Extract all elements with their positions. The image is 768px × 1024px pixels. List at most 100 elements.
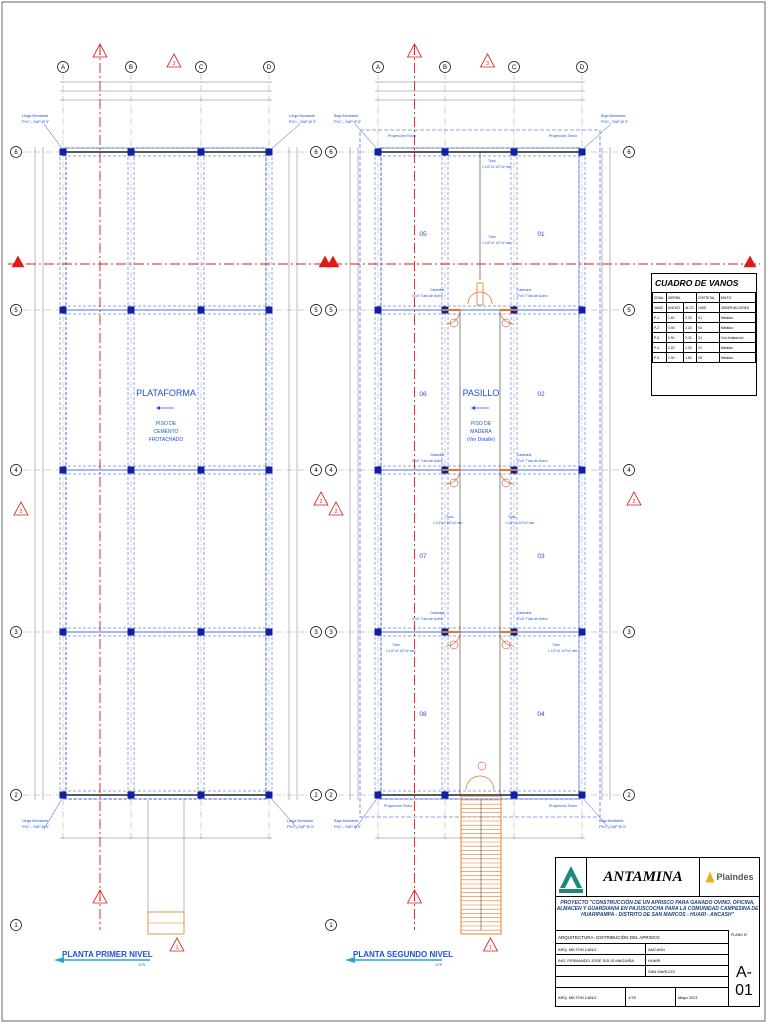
callout-text: PVC - SAP Ø 3" <box>22 825 50 829</box>
room-label: 06 <box>419 391 427 398</box>
door-tag <box>449 640 459 650</box>
railing-label: Calamina <box>517 453 531 457</box>
callout-leader <box>43 796 64 830</box>
floor-note-line: (Ver Detalle) <box>467 437 495 443</box>
column <box>265 306 273 314</box>
section-arrow <box>326 255 340 268</box>
section-marker <box>328 501 344 516</box>
axis-bubble <box>10 626 22 638</box>
axis-bubble-label: 4 <box>627 468 631 474</box>
axis-bubble <box>310 146 322 158</box>
axis-bubble-label: 6 <box>14 150 18 156</box>
section-arrow <box>11 255 25 268</box>
floor-note-line: CEMENTO <box>154 429 179 435</box>
axis-bubble <box>10 789 22 801</box>
column <box>59 148 67 156</box>
section-marker-label: 1 <box>99 897 102 903</box>
caption-arrow <box>54 957 64 963</box>
axis-bubble-label: A <box>61 65 65 71</box>
callout-text: Llega Montante <box>289 114 315 118</box>
axis-bubble <box>310 464 322 476</box>
table-row: P-1 1.60 2.20 01 Metálico <box>651 312 757 323</box>
callout-text: Baja Montante <box>334 114 359 118</box>
title-block: ANTAMINA Plaindes PROYECTO "CONSTRUCCIÓN… <box>555 857 760 1007</box>
outline-dashed <box>65 147 267 800</box>
axis-bubble-label: 2 <box>329 793 333 799</box>
column <box>374 791 382 799</box>
axis-bubble-label: 3 <box>627 630 631 636</box>
section-marker <box>406 43 423 58</box>
callout-leader <box>354 796 379 830</box>
column <box>265 148 273 156</box>
table-row: P-2 0.90 2.20 04 Metálico <box>651 322 757 333</box>
table-cell: 01 <box>696 332 720 343</box>
axis-bubble-label: 5 <box>314 308 318 314</box>
title-row <box>556 976 729 987</box>
column <box>197 306 205 314</box>
floor-note-line: MADERA <box>470 429 492 435</box>
axis-bubble <box>325 626 337 638</box>
axis-bubble-label: 4 <box>329 468 333 474</box>
axis-bubble <box>310 626 322 638</box>
column <box>127 791 135 799</box>
axis-bubble <box>263 61 275 73</box>
table-header-row: VANO ANCHO ALTO UNID OBSERVACIONES <box>651 302 757 313</box>
axis-bubble-label: 1 <box>329 923 333 929</box>
callout-text: Llega Montante <box>22 819 48 823</box>
table-cell: Con Antepecho <box>718 332 757 343</box>
drawing-title: ARQUITECTURA- DISTRIBUCIÓN DEL APRISCO <box>558 934 660 940</box>
floor-arrow-head <box>471 406 475 410</box>
callout-leader <box>269 123 301 151</box>
table-header-cell: ZONA <box>651 292 668 303</box>
table-cell: 1.00 <box>666 352 685 363</box>
column <box>197 148 205 156</box>
title-cell: SAN MARCOS <box>648 968 675 974</box>
axis-bubble <box>623 146 635 158</box>
axis-bubble <box>310 304 322 316</box>
door-tag <box>449 478 459 488</box>
floor-note-line: FROTACHADO <box>149 437 184 443</box>
column <box>265 791 273 799</box>
axis-bubble <box>57 61 69 73</box>
column <box>441 791 449 799</box>
section-marker-label: 1 <box>99 51 102 57</box>
door-tag <box>501 478 511 488</box>
vanos-table: CUADRO DE VANOS ZONA SIERRA DISTRITAL MI… <box>651 273 757 396</box>
axis-bubble <box>310 789 322 801</box>
section-marker-label: 1 <box>176 945 179 951</box>
door-tag <box>501 318 511 328</box>
axis-bubble-label: 3 <box>14 630 18 636</box>
tube-label: Tubo <box>552 643 560 647</box>
table-cell: 04 <box>696 322 720 333</box>
axis-bubble-label: 1 <box>14 923 18 929</box>
column <box>59 306 67 314</box>
axis-bubble-label: 5 <box>14 308 18 314</box>
column <box>441 148 449 156</box>
title-cell: ANCASH <box>648 946 665 952</box>
railing-label: 4"x4" Tubo de Acero <box>517 294 548 298</box>
table-cell: P-1 <box>651 312 668 323</box>
column <box>578 306 586 314</box>
axis-bubble-label: 4 <box>314 468 318 474</box>
floor-note-line: PISO DE <box>156 421 177 427</box>
title-cell: ARQ. MILTON CANO <box>556 944 646 954</box>
door-tag <box>477 761 487 771</box>
projection-label: Proyección Techo <box>388 134 416 138</box>
table-cell: 2.20 <box>683 332 698 343</box>
door-swing <box>499 309 515 325</box>
section-marker-label: 1 <box>413 897 416 903</box>
callout-leader <box>354 123 379 151</box>
column <box>197 466 205 474</box>
title-cell: 1/75 <box>626 988 676 1006</box>
section-marker <box>13 501 29 516</box>
door-swing <box>445 309 461 325</box>
callout-leader <box>581 123 612 151</box>
table-header-cell: MIXTO <box>718 292 757 303</box>
table-header-row: ZONA SIERRA DISTRITAL MIXTO <box>651 292 757 303</box>
callout-text: PVC - SAP Ø 3" <box>287 825 315 829</box>
table-cell: 08 <box>696 352 720 363</box>
column <box>127 148 135 156</box>
column <box>374 306 382 314</box>
door-swing <box>499 469 515 485</box>
